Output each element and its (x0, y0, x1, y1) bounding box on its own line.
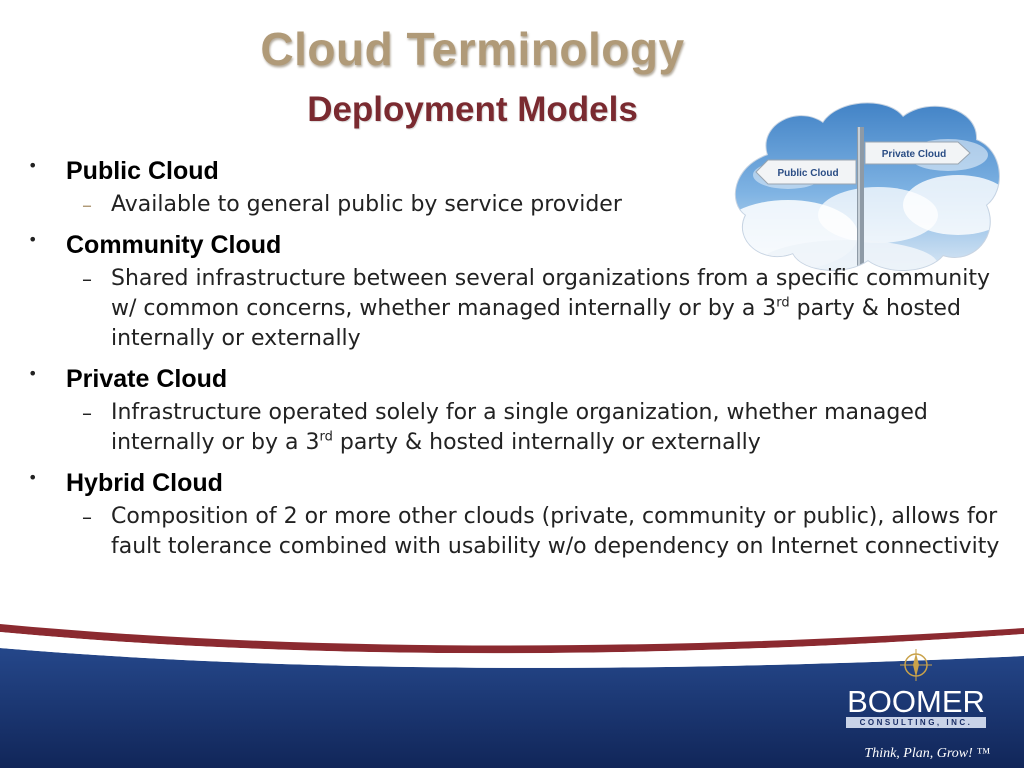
bullet-dot-icon: • (28, 364, 38, 383)
bullet-title: Hybrid Cloud (66, 469, 223, 497)
dash-icon: – (82, 193, 92, 217)
bullet-title: Private Cloud (66, 365, 228, 393)
bullet-private-cloud: • Private Cloud – Infrastructure operate… (22, 362, 1012, 458)
bullet-hybrid-cloud: • Hybrid Cloud – Composition of 2 or mor… (22, 466, 1012, 562)
slide-subtitle: Deployment Models (307, 90, 638, 129)
dash-icon: – (82, 505, 92, 529)
bullet-title: Public Cloud (66, 157, 219, 185)
sign-private-cloud: Private Cloud (882, 149, 946, 160)
compass-icon (900, 649, 932, 681)
footer-band: BOOMER CONSULTING, INC. Think, Plan, Gro… (0, 618, 1024, 768)
bullet-dot-icon: • (28, 230, 38, 249)
sign-public-cloud: Public Cloud (777, 168, 838, 179)
bullet-public-cloud: • Public Cloud – Available to general pu… (22, 154, 1012, 220)
bullet-community-cloud: • Community Cloud – Shared infrastructur… (22, 228, 1012, 354)
bullet-dot-icon: • (28, 156, 38, 175)
bullet-title: Community Cloud (66, 231, 282, 259)
logo-name: BOOMER (847, 684, 985, 719)
dash-icon: – (82, 401, 92, 425)
cloud-signpost-image: Private Cloud Public Cloud (728, 95, 1003, 273)
bullet-dot-icon: • (28, 468, 38, 487)
logo-subtext: CONSULTING, INC. (846, 717, 986, 728)
sub-bullet: – Available to general public by service… (22, 190, 1012, 220)
sub-bullet: – Shared infrastructure between several … (82, 266, 991, 351)
logo-tagline: Think, Plan, Grow! ™ (864, 746, 990, 761)
dash-icon: – (82, 267, 92, 291)
sub-bullet: – Composition of 2 or more other clouds … (82, 504, 1000, 559)
slide-title: Cloud Terminology (260, 23, 685, 75)
sub-bullet: – Infrastructure operated solely for a s… (82, 400, 928, 455)
bullet-list: • Public Cloud – Available to general pu… (22, 150, 1012, 562)
company-logo: BOOMER CONSULTING, INC. (846, 647, 986, 728)
